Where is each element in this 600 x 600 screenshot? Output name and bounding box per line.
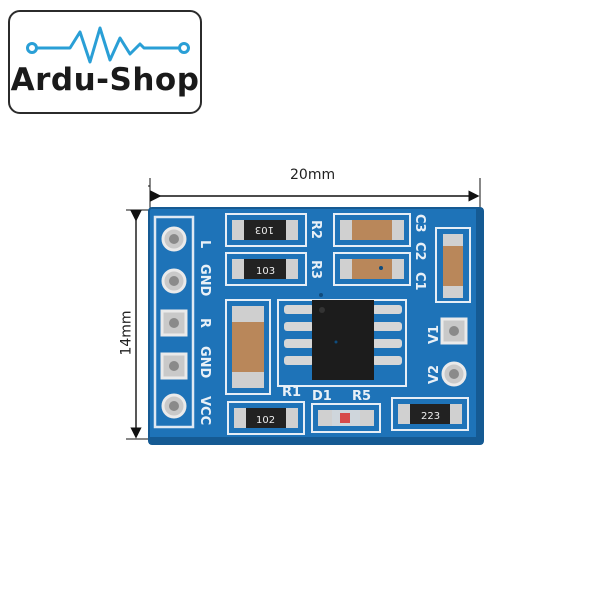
pin-pad xyxy=(161,393,187,419)
label-r1: R1 xyxy=(282,385,301,400)
width-dimension-line xyxy=(148,178,481,210)
heartbeat-wave-icon xyxy=(26,26,190,64)
left-header xyxy=(153,215,195,429)
right-pin-v2 xyxy=(441,361,467,387)
pin-pad-square xyxy=(160,352,188,380)
resistor-code: 102 xyxy=(256,415,275,426)
resistor-r3: 103 xyxy=(225,252,307,286)
label-r5: R5 xyxy=(352,389,371,404)
led-d1 xyxy=(311,403,381,433)
pin-pad xyxy=(161,226,187,252)
pin-pad xyxy=(161,268,187,294)
capacitor-large xyxy=(225,299,271,395)
resistor-code: 103 xyxy=(255,224,274,235)
pin-label-gnd-2: GND xyxy=(197,346,212,379)
pin-label-r: R xyxy=(197,318,212,328)
label-r3: R3 xyxy=(308,260,323,279)
ardu-shop-logo: Ardu-Shop xyxy=(8,10,202,114)
resistor-code: 223 xyxy=(421,411,440,422)
label-v1: V1 xyxy=(427,325,442,344)
label-r2: R2 xyxy=(308,220,323,239)
width-dimension-label: 20mm xyxy=(290,167,336,183)
right-pin-v1 xyxy=(440,317,468,345)
resistor-r5: 223 xyxy=(391,397,469,431)
resistor-r1: 102 xyxy=(227,401,305,435)
label-v2: V2 xyxy=(427,365,442,384)
resistor-code: 103 xyxy=(256,266,275,277)
pin-label-gnd-1: GND xyxy=(197,264,212,297)
label-d1: D1 xyxy=(312,389,332,404)
logo-text: Ardu-Shop xyxy=(10,62,200,98)
label-c3: C3 xyxy=(412,214,427,233)
pin-label-vcc: VCC xyxy=(197,396,212,425)
resistor-r2: 103 xyxy=(225,213,307,247)
capacitor-c3 xyxy=(333,213,411,247)
label-c1: C1 xyxy=(412,272,427,291)
height-dimension-line xyxy=(126,209,152,440)
label-c2: C2 xyxy=(412,242,427,261)
pin-pad-square xyxy=(160,309,188,337)
pin-label-l: L xyxy=(197,240,212,248)
amplifier-ic xyxy=(277,299,407,387)
capacitor-c1 xyxy=(435,227,471,303)
capacitor-c2 xyxy=(333,252,411,286)
